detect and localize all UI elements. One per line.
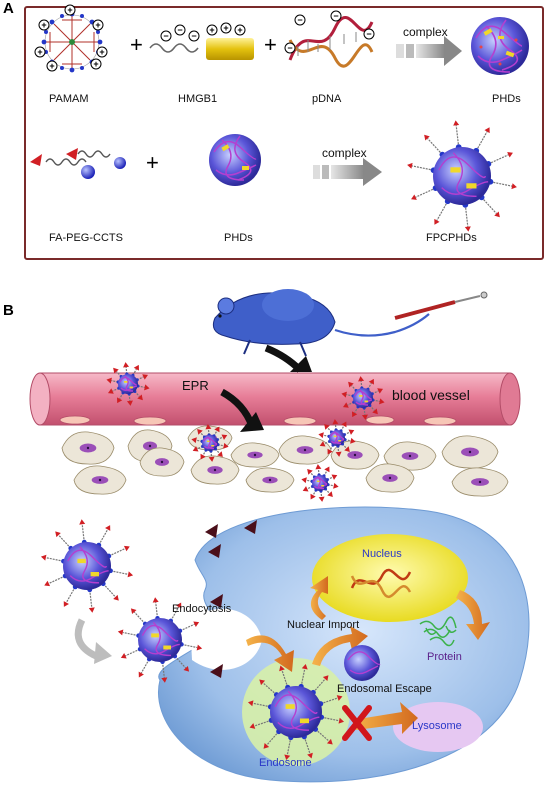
tissue-cell bbox=[441, 435, 499, 469]
tissue-cell bbox=[383, 441, 437, 471]
membrane-receptors-icon bbox=[205, 520, 257, 678]
label-endocytosis: Endocytosis bbox=[172, 603, 232, 615]
svg-text:+: + bbox=[237, 25, 242, 35]
nanoparticle-tissue-1 bbox=[191, 424, 229, 462]
label-fpcphds: FPCPHDs bbox=[426, 232, 477, 244]
label-pamam: PAMAM bbox=[49, 93, 89, 105]
tissue-cell bbox=[365, 463, 415, 493]
label-lysosome: Lysosome bbox=[412, 720, 462, 732]
nanoparticle-tissue-3 bbox=[301, 464, 339, 502]
svg-text:+: + bbox=[41, 20, 46, 30]
tissue-cell bbox=[230, 442, 280, 468]
label-blood-vessel: blood vessel bbox=[392, 387, 470, 403]
label-fa-peg-ccts: FA-PEG-CCTS bbox=[49, 232, 123, 244]
svg-text:+: + bbox=[209, 25, 214, 35]
label-nuclear-import: Nuclear Import bbox=[287, 619, 360, 631]
svg-text:+: + bbox=[95, 20, 100, 30]
protein-icon bbox=[419, 616, 457, 647]
fa-peg-ccts-icon bbox=[30, 148, 126, 179]
gray-curved-arrow-icon bbox=[74, 618, 112, 664]
label-hmgb1: HMGB1 bbox=[178, 93, 218, 105]
label-phds-1: PHDs bbox=[492, 93, 521, 105]
tissue-cell bbox=[190, 455, 240, 485]
svg-text:+: + bbox=[37, 47, 42, 57]
tissue-cell bbox=[278, 435, 332, 465]
svg-text:+: + bbox=[223, 23, 228, 33]
svg-text:−: − bbox=[163, 31, 168, 41]
tissue-cell bbox=[61, 431, 115, 465]
svg-text:−: − bbox=[287, 43, 292, 53]
fpcphds-particle-icon bbox=[407, 120, 517, 232]
tissue-cells-icon bbox=[61, 425, 509, 497]
svg-text:−: − bbox=[191, 31, 196, 41]
label-protein: Protein bbox=[427, 651, 462, 663]
nanoparticle-tissue-2 bbox=[318, 419, 356, 457]
svg-text:+: + bbox=[93, 59, 98, 69]
tissue-cell bbox=[330, 440, 380, 470]
label-complex-2: complex bbox=[322, 146, 367, 160]
panel-a-frame bbox=[24, 6, 544, 260]
panel-a-letter: A bbox=[3, 0, 14, 17]
complex-arrow-2-icon bbox=[313, 158, 382, 186]
nanoparticle-endocytosis bbox=[117, 597, 203, 683]
plus-sign-2: + bbox=[264, 32, 277, 57]
svg-text:+: + bbox=[49, 61, 54, 71]
phds-particle-1-icon bbox=[471, 17, 529, 75]
plus-sign-3: + bbox=[146, 150, 159, 175]
pamam-dendrimer-icon: + + + + + + + bbox=[34, 4, 108, 73]
phds-escaped bbox=[344, 645, 381, 681]
blocked-x-icon bbox=[342, 705, 372, 741]
label-pdna: pDNA bbox=[312, 93, 342, 105]
svg-text:−: − bbox=[333, 11, 338, 21]
nanoparticle-blood-2 bbox=[341, 376, 385, 420]
plus-sign-1: + bbox=[130, 32, 143, 57]
tissue-cell bbox=[139, 447, 185, 477]
svg-text:−: − bbox=[366, 29, 371, 39]
label-endosome: Endosome bbox=[259, 757, 312, 769]
tissue-cell bbox=[451, 467, 509, 497]
nanoparticles-group bbox=[40, 362, 385, 761]
nanoparticle-endosome bbox=[247, 663, 345, 761]
phds-particle-2-icon bbox=[209, 134, 261, 186]
label-complex-1: complex bbox=[403, 25, 448, 39]
tissue-cell bbox=[245, 467, 295, 493]
nucleus-dna-icon bbox=[350, 568, 412, 598]
svg-text:+: + bbox=[99, 47, 104, 57]
svg-text:+: + bbox=[67, 5, 72, 15]
label-epr: EPR bbox=[182, 378, 209, 393]
label-endosomal-escape: Endosomal Escape bbox=[337, 683, 432, 695]
svg-text:−: − bbox=[177, 25, 182, 35]
label-phds-2: PHDs bbox=[224, 232, 253, 244]
tissue-cell bbox=[73, 465, 127, 495]
label-nucleus: Nucleus bbox=[362, 548, 402, 560]
orange-arrows-icon bbox=[246, 576, 490, 734]
nucleus-icon bbox=[312, 534, 468, 622]
nanoparticle-blood-1 bbox=[106, 362, 150, 406]
syringe-icon bbox=[394, 291, 488, 320]
nanoparticle-outside bbox=[40, 519, 134, 613]
epr-arrow-icon bbox=[220, 388, 264, 432]
hmgb1-protein-icon: − − − + + + bbox=[149, 22, 254, 60]
mouse-icon bbox=[212, 289, 430, 357]
curved-arrow-1-icon bbox=[264, 344, 312, 373]
panel-b-letter: B bbox=[3, 302, 14, 319]
lysosome-icon bbox=[393, 702, 483, 752]
complex-arrow-1-icon bbox=[396, 36, 462, 66]
fpcphds-core bbox=[407, 120, 517, 232]
svg-text:−: − bbox=[297, 15, 302, 25]
pdna-helix-icon: − − − − bbox=[284, 10, 375, 68]
